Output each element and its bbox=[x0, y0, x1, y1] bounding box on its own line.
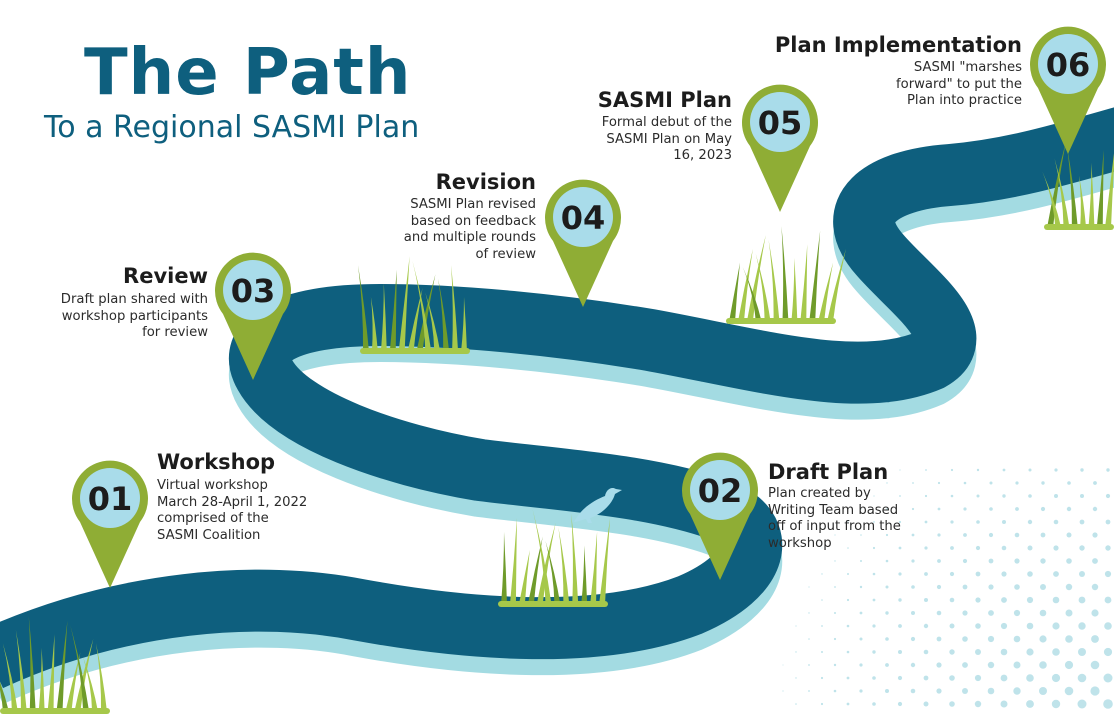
step-03-title: Review bbox=[123, 264, 208, 288]
step-02-line-4: workshop bbox=[768, 535, 832, 551]
step-01-line-3: comprised of the bbox=[157, 511, 269, 526]
marsh-grass-icon bbox=[498, 509, 610, 607]
step-03-line-2: workshop participants bbox=[61, 308, 208, 324]
step-03-description: Draft plan shared with workshop particip… bbox=[61, 292, 208, 342]
step-number: 02 bbox=[698, 472, 743, 510]
step-number: 01 bbox=[88, 480, 133, 518]
step-number: 04 bbox=[561, 199, 606, 237]
step-01-line-4: SASMI Coalition bbox=[157, 527, 261, 543]
step-01-line-2: March 28-April 1, 2022 bbox=[157, 494, 308, 510]
step-06-title: Plan Implementation bbox=[774, 33, 1022, 57]
step-02-description: Plan created by Writing Team based off o… bbox=[768, 486, 901, 552]
map-pin-icon: 01 bbox=[71, 460, 148, 588]
step-number: 05 bbox=[758, 104, 803, 142]
step-03-line-3: for review bbox=[142, 325, 208, 340]
map-pin-icon: 06 bbox=[1030, 26, 1106, 155]
map-pin-icon: 02 bbox=[681, 452, 758, 580]
page-subtitle: To a Regional SASMI Plan bbox=[44, 110, 420, 145]
map-pin-icon: 04 bbox=[545, 179, 621, 307]
step-01-line-1: Virtual workshop bbox=[157, 478, 268, 493]
step-05-title: SASMI Plan bbox=[597, 88, 732, 112]
page-title: The Path bbox=[84, 36, 412, 110]
step-number: 03 bbox=[231, 272, 276, 310]
step-02-title: Draft Plan bbox=[768, 460, 889, 484]
step-01-description: Virtual workshop March 28-April 1, 2022 … bbox=[157, 478, 307, 544]
halftone-dots bbox=[782, 468, 1113, 709]
marsh-grass-icon bbox=[726, 226, 846, 324]
step-02-line-3: off of input from the bbox=[768, 519, 901, 534]
bird-icon bbox=[574, 487, 622, 523]
map-pin-icon: 05 bbox=[742, 84, 819, 212]
step-03-line-1: Draft plan shared with bbox=[60, 292, 208, 307]
step-05-line-1: Formal debut of the bbox=[601, 115, 732, 130]
step-04-line-2: based on feedback bbox=[410, 213, 536, 229]
step-05-description: Formal debut of the SASMI Plan on May 16… bbox=[602, 115, 732, 165]
step-06-line-2: forward" to put the bbox=[896, 76, 1022, 92]
step-02-line-1: Plan created by bbox=[768, 486, 871, 501]
marsh-grass-icon bbox=[358, 256, 470, 354]
step-06-line-3: Plan into practice bbox=[906, 93, 1022, 108]
step-04-line-4: of review bbox=[475, 246, 536, 262]
map-pin-icon: 03 bbox=[215, 252, 291, 380]
step-06-line-1: SASMI "marshes bbox=[913, 60, 1022, 75]
step-05-line-3: 16, 2023 bbox=[673, 148, 732, 163]
step-number: 06 bbox=[1046, 46, 1091, 84]
step-pins: 01 02 03 04 05 06 bbox=[71, 26, 1106, 588]
marsh-grass-icon bbox=[1042, 141, 1114, 230]
step-04-line-3: and multiple rounds bbox=[403, 230, 536, 245]
step-02-line-2: Writing Team based bbox=[768, 502, 899, 518]
step-04-title: Revision bbox=[435, 170, 536, 194]
step-06-description: SASMI "marshes forward" to put the Plan … bbox=[896, 60, 1022, 110]
step-05-line-2: SASMI Plan on May bbox=[606, 131, 732, 147]
step-01-title: Workshop bbox=[157, 450, 276, 474]
marsh-grass bbox=[0, 141, 1114, 714]
step-04-description: SASMI Plan revised based on feedback and… bbox=[404, 197, 536, 263]
marsh-grass-icon bbox=[0, 616, 110, 714]
step-04-line-1: SASMI Plan revised bbox=[410, 197, 536, 212]
